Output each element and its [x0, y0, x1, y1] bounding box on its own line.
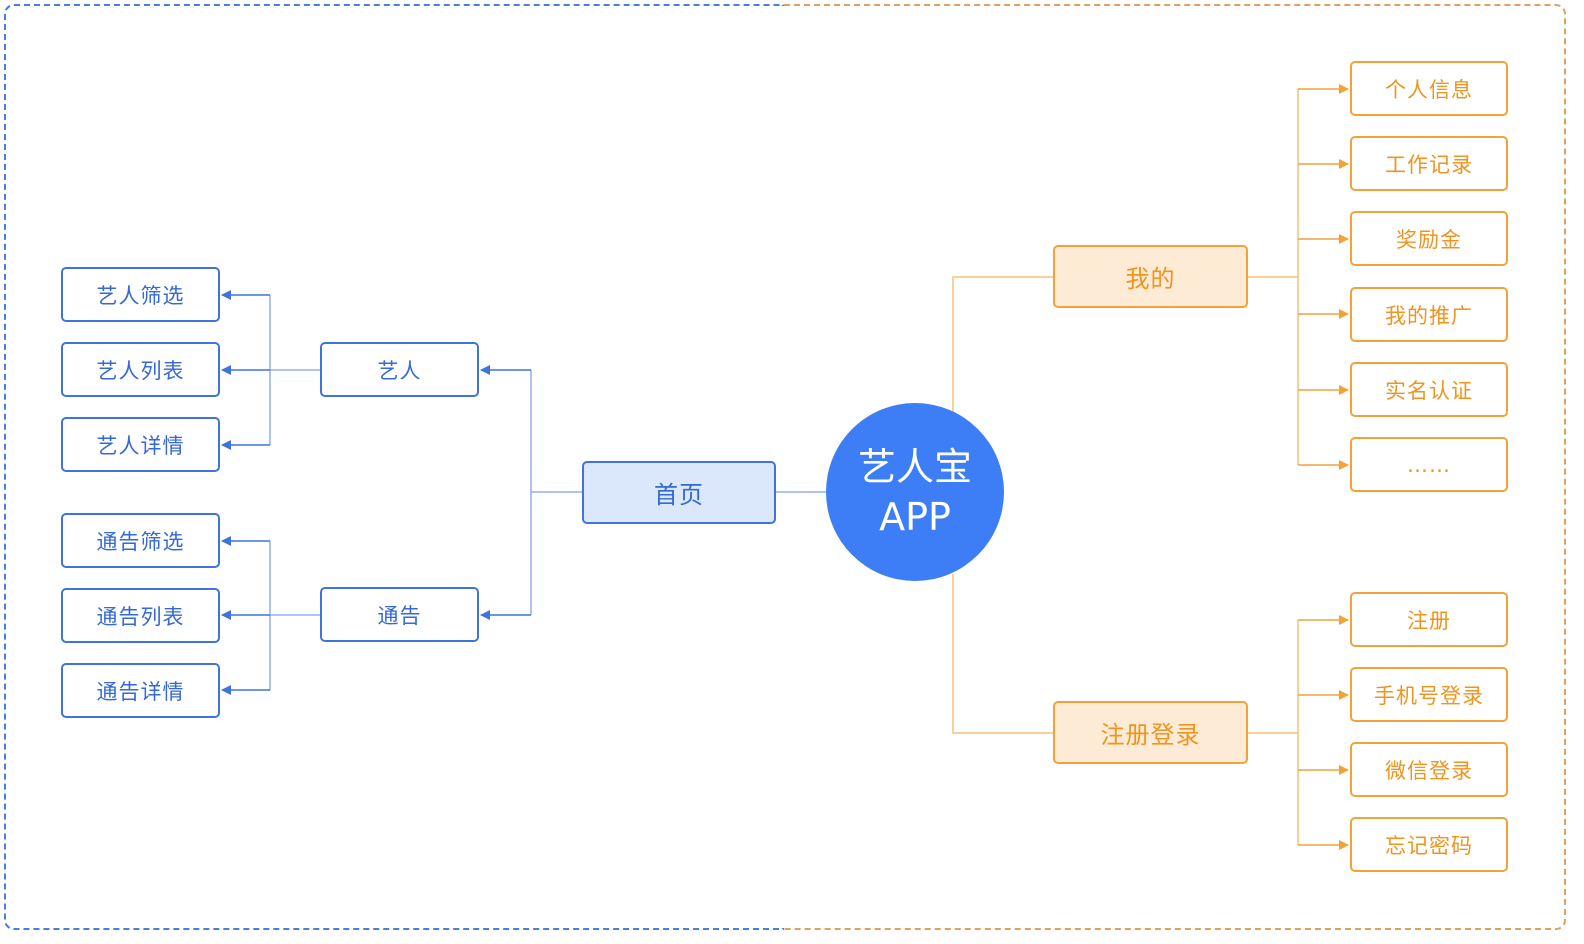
- node-reward: 奖励金: [1350, 211, 1508, 266]
- node-notice-filter: 通告筛选: [61, 513, 220, 568]
- node-work-record: 工作记录: [1350, 136, 1508, 191]
- node-artist: 艺人: [320, 342, 479, 397]
- node-mine: 我的: [1053, 245, 1248, 308]
- node-personal-info: 个人信息: [1350, 61, 1508, 116]
- app-center-node: 艺人宝 APP: [826, 403, 1004, 581]
- dashed-frame-left: [4, 4, 784, 930]
- node-artist-detail: 艺人详情: [61, 417, 220, 472]
- node-notice-list: 通告列表: [61, 588, 220, 643]
- dashed-frame-right: [784, 4, 1566, 930]
- node-register-login: 注册登录: [1053, 701, 1248, 764]
- app-name-label: 艺人宝: [857, 445, 972, 489]
- node-wechat-login: 微信登录: [1350, 742, 1508, 797]
- node-forgot-password: 忘记密码: [1350, 817, 1508, 872]
- node-artist-list: 艺人列表: [61, 342, 220, 397]
- node-home: 首页: [582, 461, 776, 524]
- node-notice-detail: 通告详情: [61, 663, 220, 718]
- node-my-promotion: 我的推广: [1350, 287, 1508, 342]
- node-phone-login: 手机号登录: [1350, 667, 1508, 722]
- node-notice: 通告: [320, 587, 479, 642]
- node-register: 注册: [1350, 592, 1508, 647]
- app-platform-label: APP: [879, 495, 951, 539]
- node-artist-filter: 艺人筛选: [61, 267, 220, 322]
- node-real-name-auth: 实名认证: [1350, 362, 1508, 417]
- node-more: ……: [1350, 437, 1508, 492]
